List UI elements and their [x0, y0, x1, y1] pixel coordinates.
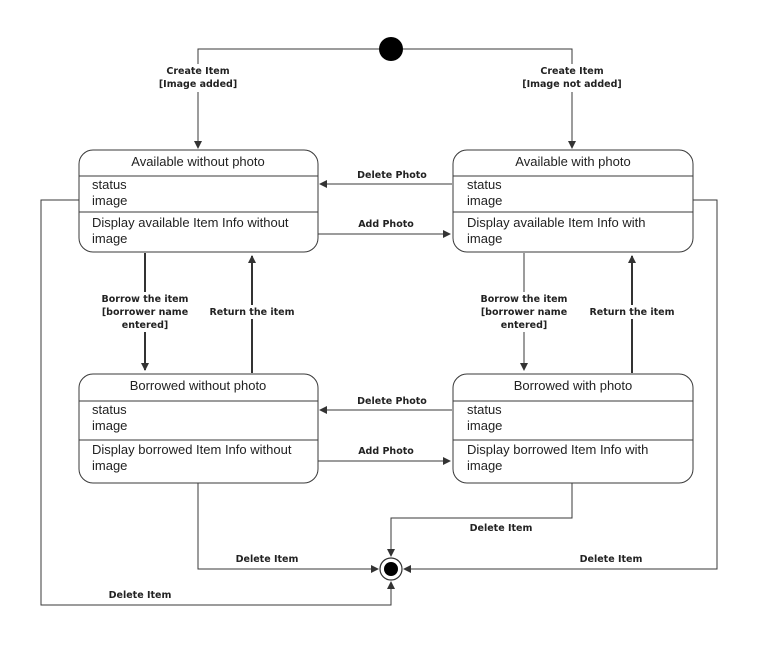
state-name: Available without photo	[131, 154, 264, 169]
state-name: Available with photo	[515, 154, 630, 169]
state-activity-line2: image	[92, 458, 127, 473]
state-attr-image: image	[92, 418, 127, 433]
edge-delete-item-borrowed-photo	[387, 483, 573, 557]
state-activity-line1: Display borrowed Item Info with	[467, 442, 648, 457]
edge-delete-item-available-no-photo	[40, 199, 395, 606]
state-attr-status: status	[92, 402, 127, 417]
state-available-without-photo: Available without photo status image Dis…	[78, 149, 319, 253]
svg-text:[Image not added]: [Image not added]	[522, 79, 621, 90]
state-borrowed-without-photo: Borrowed without photo status image Disp…	[78, 373, 319, 484]
state-name: Borrowed without photo	[130, 378, 267, 393]
svg-text:Return the item: Return the item	[209, 307, 294, 318]
label-delete-item-available-no-photo: Delete Item	[109, 590, 172, 601]
state-attr-image: image	[467, 193, 502, 208]
label-delete-item-available-photo: Delete Item	[580, 554, 643, 565]
state-name: Borrowed with photo	[514, 378, 633, 393]
state-attr-status: status	[467, 177, 502, 192]
svg-text:[borrower name: [borrower name	[102, 307, 188, 318]
state-activity-line2: image	[92, 231, 127, 246]
label-add-photo-top: Add Photo	[358, 219, 414, 230]
label-borrow-left: Borrow the item [borrower name entered]	[101, 292, 189, 332]
state-available-with-photo: Available with photo status image Displa…	[452, 149, 694, 253]
svg-text:Create Item: Create Item	[540, 66, 603, 77]
state-activity-line2: image	[467, 458, 502, 473]
edge-create-item-image-not-added	[403, 48, 576, 149]
state-activity-line2: image	[467, 231, 502, 246]
state-activity-line1: Display available Item Info without	[92, 215, 289, 230]
label-create-item-image-added: Create Item [Image added]	[158, 64, 238, 92]
svg-text:Return the item: Return the item	[589, 307, 674, 318]
initial-node	[379, 37, 403, 61]
edge-delete-item-available-photo	[403, 199, 718, 573]
state-attr-status: status	[467, 402, 502, 417]
svg-text:[Image added]: [Image added]	[159, 79, 237, 90]
edge-create-item-image-added	[194, 48, 379, 149]
label-return-left: Return the item	[209, 305, 295, 319]
final-node	[379, 557, 403, 581]
state-activity-line1: Display available Item Info with	[467, 215, 645, 230]
state-attr-image: image	[467, 418, 502, 433]
label-delete-photo-bottom: Delete Photo	[357, 396, 427, 407]
svg-text:[borrower name: [borrower name	[481, 307, 567, 318]
svg-text:entered]: entered]	[122, 320, 168, 331]
edge-delete-item-borrowed-no-photo	[197, 483, 379, 573]
label-delete-item-borrowed-no-photo: Delete Item	[236, 554, 299, 565]
label-delete-photo-top: Delete Photo	[357, 170, 427, 181]
state-activity-line1: Display borrowed Item Info without	[92, 442, 292, 457]
label-borrow-right: Borrow the item [borrower name entered]	[480, 292, 568, 332]
svg-text:Create Item: Create Item	[166, 66, 229, 77]
svg-text:entered]: entered]	[501, 320, 547, 331]
state-attr-image: image	[92, 193, 127, 208]
state-borrowed-with-photo: Borrowed with photo status image Display…	[452, 373, 694, 484]
state-attr-status: status	[92, 177, 127, 192]
label-delete-item-borrowed-photo: Delete Item	[470, 523, 533, 534]
label-return-right: Return the item	[589, 305, 675, 319]
svg-text:Borrow the item: Borrow the item	[102, 294, 189, 305]
svg-text:Borrow the item: Borrow the item	[481, 294, 568, 305]
label-add-photo-bottom: Add Photo	[358, 446, 414, 457]
label-create-item-image-not-added: Create Item [Image not added]	[522, 64, 622, 92]
